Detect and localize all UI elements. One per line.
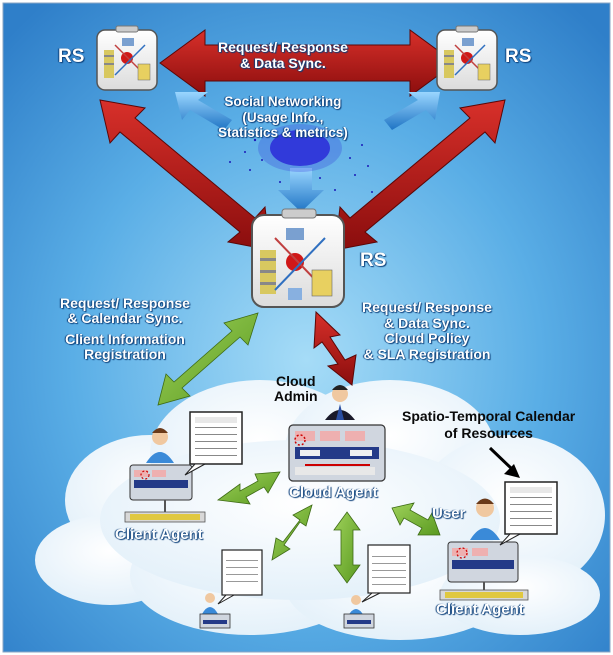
- bottom-agent-right: [343, 595, 375, 629]
- calendar-icon-bottom-right: [361, 544, 411, 603]
- client-link-label: Request/ Response & Calendar Sync. Clien…: [60, 295, 190, 363]
- user-person-icon-right: [470, 498, 500, 540]
- admin-person-icon: [325, 385, 355, 420]
- user-person-icon-left: [146, 428, 174, 463]
- cloud-admin-label: Cloud Admin: [274, 373, 318, 404]
- calendar-icon-bottom-left: [217, 549, 263, 605]
- green-arrow-client-cloud: [216, 471, 281, 505]
- bottom-agent-left: [199, 593, 231, 629]
- client-agent-right-node: [439, 541, 529, 601]
- rs-box-top-right: [436, 25, 498, 91]
- rs-box-top-left: [96, 25, 158, 91]
- client-agent-left-node: [124, 464, 206, 523]
- blue-arrow-right: [384, 92, 440, 130]
- calendar-icon-right: [499, 481, 558, 546]
- social-network-cluster: [229, 124, 373, 193]
- green-arrow-cloud-client-right: [391, 502, 441, 536]
- rs-label-top-left: RS: [58, 46, 85, 67]
- client-agent-right-label: Client Agent: [436, 601, 524, 618]
- cloud-agent-node: [288, 424, 386, 482]
- rs-box-center: [251, 208, 345, 308]
- cloud-link-label: Request/ Response & Data Sync. Cloud Pol…: [362, 299, 492, 363]
- cloud-agent-label: Cloud Agent: [289, 484, 378, 501]
- red-arrow-center: [313, 310, 357, 386]
- green-arrow-client-rs: [157, 312, 259, 406]
- green-arrow-bottom-left: [271, 504, 313, 561]
- user-label: User: [432, 505, 466, 522]
- social-networking-label: Social Networking (Usage Info., Statisti…: [218, 94, 348, 141]
- client-agent-left-label: Client Agent: [115, 526, 203, 543]
- blue-arrow-down: [278, 168, 324, 212]
- rs-label-top-right: RS: [505, 46, 532, 67]
- top-link-label: Request/ Response & Data Sync.: [218, 39, 348, 72]
- green-arrow-bottom-center: [333, 511, 361, 584]
- calendar-icon-left: [184, 411, 243, 476]
- rs-label-center: RS: [360, 250, 387, 271]
- calendar-pointer-arrow: [488, 446, 520, 478]
- blue-arrow-left: [175, 92, 232, 130]
- calendar-note-label: Spatio-Temporal Calendar of Resources: [402, 408, 576, 441]
